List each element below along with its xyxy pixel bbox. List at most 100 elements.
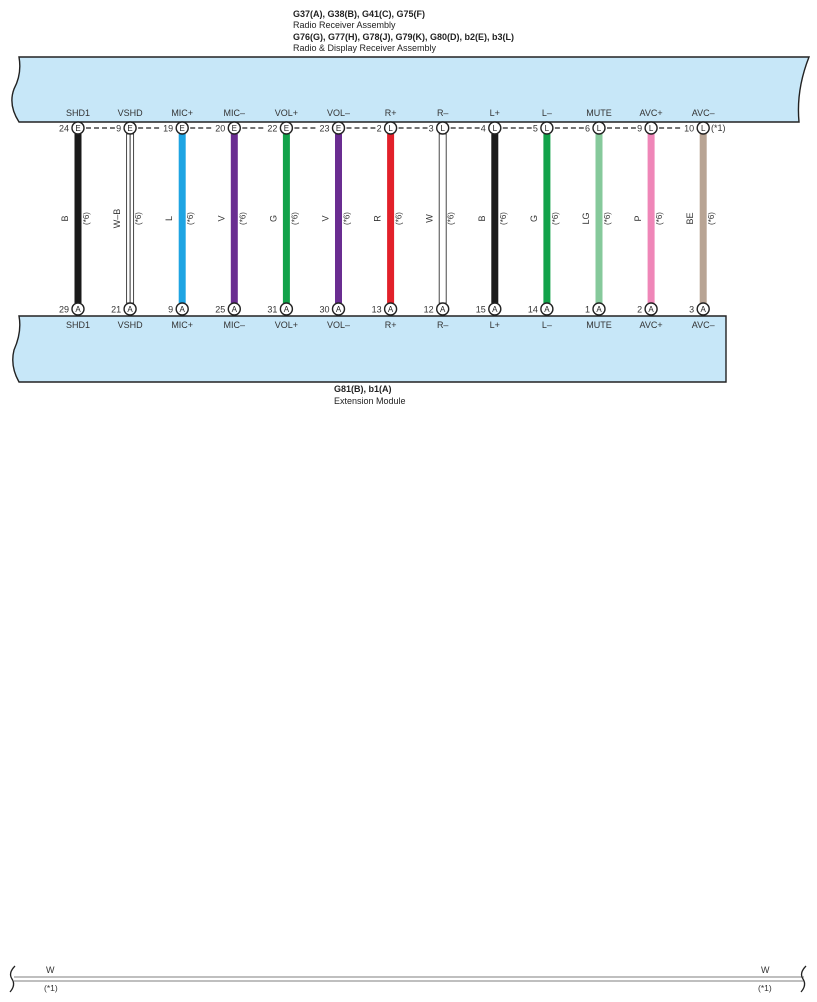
bottom-connector-letter: A [648, 305, 654, 314]
bottom-connector [71, 302, 85, 316]
shield-note: (*6) [655, 212, 664, 225]
shield-note: (*6) [707, 212, 716, 225]
top-terminal-label: R+ [385, 108, 397, 118]
shield-note: (*6) [551, 212, 560, 225]
wire-color-code: V [216, 215, 226, 221]
top-pin-number: 22 [267, 123, 277, 133]
top-connector-letter: L [493, 124, 498, 133]
top-terminal-label: SHD1 [66, 108, 90, 118]
top-component-box [11, 56, 811, 123]
wire-color-code: P [633, 215, 643, 221]
top-connector [592, 121, 606, 135]
wire-color-code: B [477, 215, 487, 221]
top-connector-letter: E [232, 124, 237, 133]
wire-body [543, 134, 551, 303]
bottom-connector [123, 302, 137, 316]
footer-left-label: W [46, 965, 55, 975]
bottom-connector [436, 302, 450, 316]
bottom-connector [227, 302, 242, 316]
top-connector-letter: E [75, 124, 80, 133]
top-pin-number: 3 [429, 123, 434, 133]
top-pin-number: 2 [377, 123, 382, 133]
top-terminal-label: L– [542, 108, 552, 118]
bottom-pin-number: 29 [59, 304, 69, 314]
wire-body [74, 134, 82, 303]
shield-note: (*6) [395, 212, 404, 225]
footer-left-break [9, 965, 16, 993]
bottom-connector [383, 302, 398, 316]
bottom-terminal-label: MUTE [586, 320, 612, 330]
bottom-terminal-label: L– [542, 320, 552, 330]
top-connector-letter: L [701, 124, 706, 133]
bottom-pin-number: 13 [372, 304, 382, 314]
bottom-component-code: G81(B), b1(A) [334, 384, 392, 394]
wire-color-code: W [425, 214, 435, 223]
bottom-connector-letter: A [127, 305, 133, 314]
top-component-name-1: Radio Receiver Assembly [293, 20, 396, 30]
bottom-connector [540, 302, 554, 316]
bottom-connector-letter: A [336, 305, 342, 314]
bottom-pin-number: 1 [585, 304, 590, 314]
top-connector [123, 121, 137, 135]
bottom-pin-number: 31 [267, 304, 277, 314]
footer-wire: W (*1) W (*1) [9, 965, 807, 993]
top-terminal-label: L+ [490, 108, 500, 118]
bottom-connector-letter: A [388, 305, 394, 314]
bottom-connector-letter: A [180, 305, 186, 314]
top-connector [331, 121, 346, 135]
wire-color-code: W–B [112, 209, 122, 229]
top-pin-number: 10 [684, 123, 694, 133]
top-pin-number: 5 [533, 123, 538, 133]
bottom-component-box [12, 315, 727, 383]
bottom-connector-letter: A [440, 305, 446, 314]
bottom-terminal-label: VSHD [118, 320, 144, 330]
top-component-code-1: G37(A), G38(B), G41(C), G75(F) [293, 9, 426, 19]
bottom-connector-letter: A [232, 305, 238, 314]
wire-body [699, 134, 707, 303]
top-connector-letter: E [284, 124, 289, 133]
shield-note: (*6) [447, 212, 456, 225]
bottom-connector [644, 302, 658, 316]
bottom-pin-number: 14 [528, 304, 538, 314]
shield-note: (*6) [290, 212, 299, 225]
footer-right-break [800, 965, 807, 993]
bottom-connector-letter: A [284, 305, 290, 314]
bottom-terminal-label: SHD1 [66, 320, 90, 330]
top-connector-letter: E [180, 124, 185, 133]
wire-body [647, 134, 655, 303]
wire-body [230, 134, 238, 303]
footer-right-label: W [761, 965, 770, 975]
footer-right-note: (*1) [758, 983, 772, 993]
top-pin-number: 19 [163, 123, 173, 133]
top-connector [175, 121, 189, 135]
shield-note: (*6) [343, 212, 352, 225]
bottom-connector-letter: A [492, 305, 498, 314]
top-terminal-label: MIC+ [171, 108, 193, 118]
wire-body [335, 134, 342, 303]
top-pin-number: 20 [215, 123, 225, 133]
wire-body [438, 133, 447, 304]
wire-color-code: G [529, 215, 539, 222]
wire-body [387, 134, 395, 303]
top-pin-number: 9 [637, 123, 642, 133]
bottom-pin-number: 12 [424, 304, 434, 314]
bottom-terminal-label: MIC– [224, 320, 246, 330]
wire-group: B(*6)E24SHD1A29SHD1W–B(*6)E9VSHDA21VSHDL… [59, 108, 716, 330]
bottom-connector-letter: A [596, 305, 602, 314]
bottom-terminal-label: MIC+ [171, 320, 193, 330]
bottom-connector-letter: A [75, 305, 81, 314]
top-connector-letter: L [388, 124, 393, 133]
wire-color-code: R [373, 215, 383, 222]
bottom-pin-number: 2 [637, 304, 642, 314]
bottom-terminal-label: VOL– [327, 320, 350, 330]
bottom-pin-number: 30 [319, 304, 329, 314]
wire-color-code: LG [581, 212, 591, 224]
top-connector [696, 121, 710, 135]
bottom-connector-letter: A [544, 305, 550, 314]
